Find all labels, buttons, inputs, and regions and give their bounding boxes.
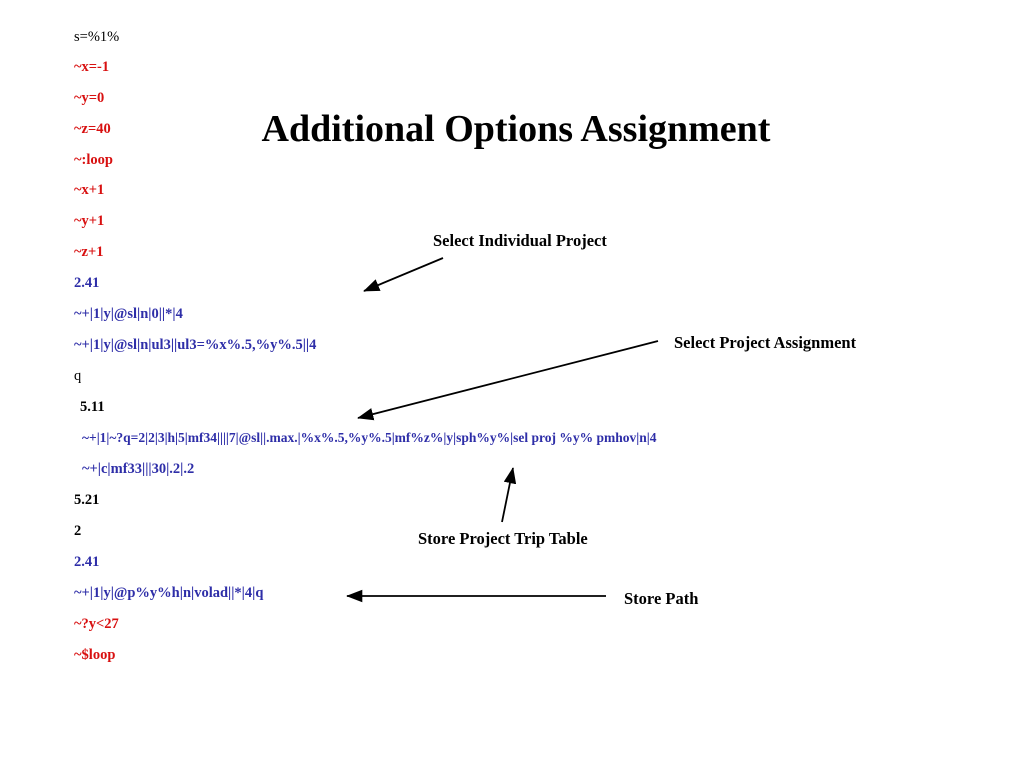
code-line: ~+|1|y|@sl|n|0||*|4: [74, 306, 183, 322]
code-line: ~:loop: [74, 152, 113, 168]
code-line: 2: [74, 523, 82, 539]
code-line: 5.11: [80, 399, 105, 415]
callout-arrow-select-individual-project: [363, 257, 444, 292]
code-line: ~y=0: [74, 90, 105, 106]
callout-arrow-store-project-trip-table: [501, 467, 517, 523]
code-line: ~y+1: [74, 213, 105, 229]
code-line: 2.41: [74, 554, 100, 570]
callout-arrow-select-project-assignment: [357, 340, 659, 421]
code-line: 5.21: [74, 492, 100, 508]
code-line: ~+|1|y|@sl|n|ul3||ul3=%x%.5,%y%.5||4: [74, 337, 317, 353]
callout-label-store-project-trip-table: Store Project Trip Table: [418, 529, 588, 548]
code-line: ~x=-1: [74, 59, 110, 75]
code-line: 2.41: [74, 275, 100, 291]
page-title: Additional Options Assignment: [261, 108, 771, 150]
code-line: ~?y<27: [74, 616, 119, 632]
code-line: s=%1%: [74, 29, 120, 45]
callout-label-select-project-assignment: Select Project Assignment: [674, 333, 857, 352]
code-line: ~+|c|mf33|||30|.2|.2: [82, 461, 195, 477]
callout-label-store-path: Store Path: [624, 589, 699, 608]
code-line: ~z=40: [74, 121, 111, 137]
code-line: ~+|1|~?q=2|2|3|h|5|mf34||||7|@sl||.max.|…: [82, 430, 657, 445]
code-line: ~$loop: [74, 647, 116, 663]
callout-label-select-individual-project: Select Individual Project: [433, 231, 607, 250]
code-line: ~+|1|y|@p%y%h|n|volad||*|4|q: [74, 585, 264, 601]
code-line: q: [74, 368, 82, 384]
code-line: ~x+1: [74, 182, 105, 198]
code-line: ~z+1: [74, 244, 104, 260]
